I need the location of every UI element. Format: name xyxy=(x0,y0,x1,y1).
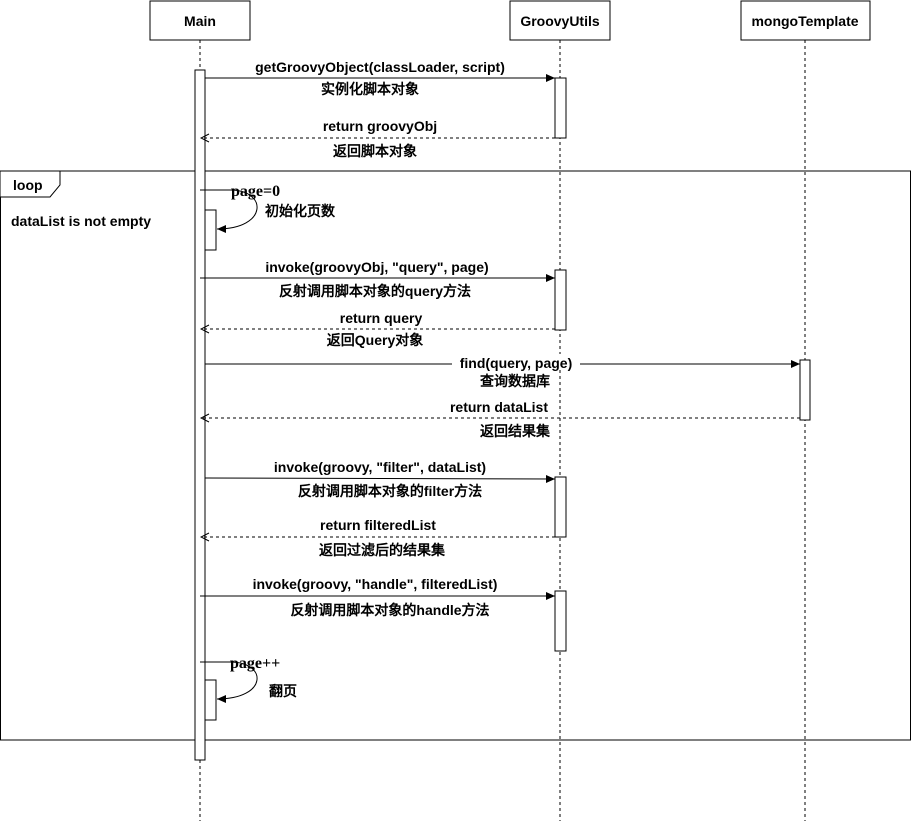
main-self-activation-2 xyxy=(204,679,217,721)
groovy-activation-4 xyxy=(554,590,567,652)
message-note-getgroovyobject: 实例化脚本对象 xyxy=(321,81,419,97)
return-label-query: return query xyxy=(340,310,423,326)
message-label-invoke-filter: invoke(groovy, "filter", dataList) xyxy=(274,459,486,475)
mongo-activation xyxy=(799,359,811,421)
message-label-find-bg xyxy=(452,354,580,370)
self-note-page-init: 初始化页数 xyxy=(265,203,336,219)
participant-groovyutils: GroovyUtils xyxy=(509,0,611,41)
self-arrow-page-increment xyxy=(200,661,258,703)
return-note-filteredlist: 返回过滤后的结果集 xyxy=(319,542,446,558)
message-note-invoke-filter: 反射调用脚本对象的filter方法 xyxy=(298,483,482,499)
participant-groovyutils-label: GroovyUtils xyxy=(520,13,600,29)
message-note-invoke-handle: 反射调用脚本对象的handle方法 xyxy=(290,602,489,618)
participant-mongotemplate: mongoTemplate xyxy=(740,0,871,41)
return-label-datalist: return dataList xyxy=(450,399,548,415)
message-label-invoke-query: invoke(groovyObj, "query", page) xyxy=(265,259,488,275)
participant-mongotemplate-label: mongoTemplate xyxy=(751,13,858,29)
self-label-page-increment: page++ xyxy=(230,655,280,672)
loop-tag-label: loop xyxy=(13,177,43,193)
main-self-activation-1 xyxy=(204,209,217,251)
groovy-activation-2 xyxy=(554,269,567,331)
message-label-getgroovyobject: getGroovyObject(classLoader, script) xyxy=(255,59,505,75)
return-note-query: 返回Query对象 xyxy=(327,332,423,348)
participant-main-label: Main xyxy=(184,13,216,29)
participant-main: Main xyxy=(149,0,251,41)
return-note-datalist: 返回结果集 xyxy=(480,423,551,439)
groovy-activation-1 xyxy=(554,77,567,139)
message-label-invoke-handle: invoke(groovy, "handle", filteredList) xyxy=(253,576,498,592)
message-note-invoke-query: 反射调用脚本对象的query方法 xyxy=(279,283,471,299)
self-note-page-increment: 翻页 xyxy=(269,683,297,699)
loop-tag-box xyxy=(0,170,61,198)
loop-guard: dataList is not empty xyxy=(11,213,151,229)
return-label-groovyobj: return groovyObj xyxy=(323,118,437,134)
message-note-find: 查询数据库 xyxy=(480,373,550,389)
message-arrow-invoke-filter xyxy=(204,474,556,483)
self-arrow-page-init xyxy=(200,189,258,233)
return-note-groovyobj: 返回脚本对象 xyxy=(333,143,417,159)
loop-frame: loop dataList is not empty xyxy=(0,170,911,741)
return-label-filteredlist: return filteredList xyxy=(320,517,436,533)
groovy-activation-3 xyxy=(554,476,567,538)
self-label-page-init: page=0 xyxy=(231,183,280,200)
message-label-find: find(query, page) xyxy=(460,355,573,371)
main-activation-bar xyxy=(194,69,206,761)
